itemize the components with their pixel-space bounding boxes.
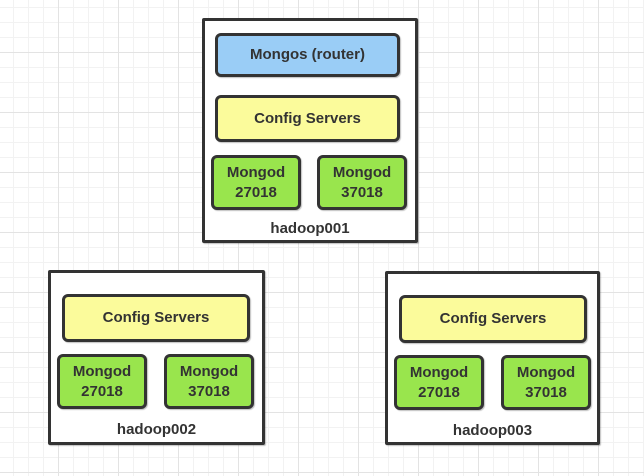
node-hadoop003: Config Servers Mongod 27018 Mongod 37018… [385, 271, 600, 445]
config-servers-box: Config Servers [399, 295, 587, 343]
node-title-hadoop003: hadoop003 [452, 422, 533, 439]
node-hadoop002: Config Servers Mongod 27018 Mongod 37018… [48, 270, 265, 445]
config-servers-label: Config Servers [439, 310, 547, 328]
mongos-router-label: Mongos (router) [250, 46, 365, 64]
node-title-hadoop001: hadoop001 [270, 220, 350, 237]
mongod-27018-label: Mongod 27018 [409, 364, 469, 401]
mongod-27018-label: Mongod 27018 [226, 164, 286, 201]
mongod-37018-label: Mongod 37018 [516, 364, 576, 401]
mongod-37018-box: Mongod 37018 [317, 155, 407, 210]
mongod-37018-box: Mongod 37018 [501, 355, 591, 410]
config-servers-label: Config Servers [102, 309, 210, 327]
mongod-27018-box: Mongod 27018 [394, 355, 484, 410]
mongod-27018-box: Mongod 27018 [57, 354, 147, 409]
mongod-37018-label: Mongod 37018 [179, 363, 239, 400]
node-hadoop001: Mongos (router) Config Servers Mongod 27… [202, 18, 418, 243]
mongod-27018-label: Mongod 27018 [72, 363, 132, 400]
mongod-27018-box: Mongod 27018 [211, 155, 301, 210]
config-servers-box: Config Servers [62, 294, 250, 342]
mongod-37018-box: Mongod 37018 [164, 354, 254, 409]
node-title-hadoop002: hadoop002 [116, 421, 197, 438]
mongos-router-box: Mongos (router) [215, 33, 400, 77]
mongod-37018-label: Mongod 37018 [332, 164, 392, 201]
config-servers-box: Config Servers [215, 95, 400, 142]
config-servers-label: Config Servers [254, 109, 361, 127]
